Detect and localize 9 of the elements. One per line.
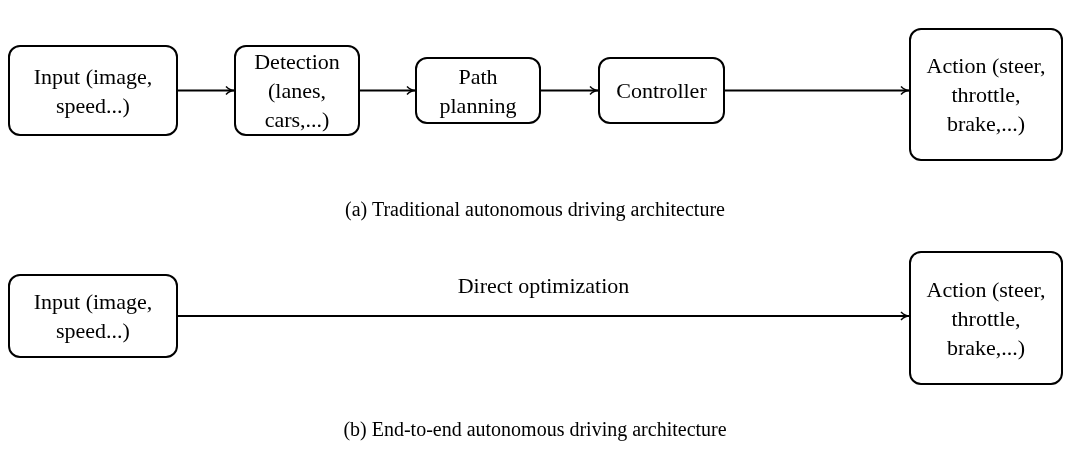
caption: (a) Traditional autonomous driving architecture — [345, 198, 725, 221]
process-box: Detection (lanes, cars,...) — [234, 45, 360, 136]
process-box: Controller — [598, 57, 725, 124]
caption: (b) End-to-end autonomous driving architecture — [343, 418, 727, 441]
process-box: Path planning — [415, 57, 541, 124]
process-box: Action (steer, throttle, brake,...) — [909, 251, 1063, 385]
process-box: Input (image, speed...) — [8, 45, 178, 136]
process-box: Input (image, speed...) — [8, 274, 178, 358]
process-box: Action (steer, throttle, brake,...) — [909, 28, 1063, 161]
